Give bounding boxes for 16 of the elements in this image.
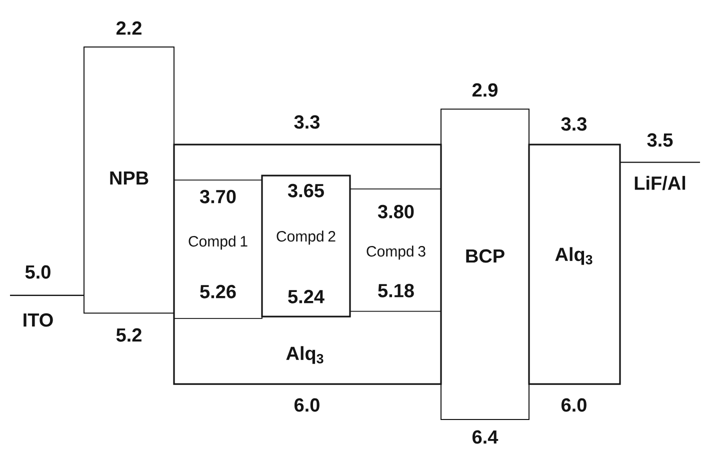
energy-level-box: 3.65 Compd 2 5.24 [261,174,351,318]
node-label: 3.3 [561,117,587,131]
node-label: 5.2 [116,328,142,342]
electrode-level: 5.0 ITO [10,265,84,327]
node-label: 2.9 [472,83,498,97]
node-label: 2.2 [116,21,142,35]
energy-level-box: 3.70 Compd 1 5.26 [174,180,262,319]
energy-level-box: 3.80 Compd 3 5.18 [350,188,442,312]
node-label: 3.3 [294,115,320,129]
electrode-level: 3.5 LiF/Al [620,133,700,190]
energy-level-box: BCP 2.9 6.4 [440,83,530,444]
energy-level-box: Alq$_{3}$ 3.3 6.0 [528,117,621,412]
node-label: 6.0 [561,398,586,412]
node-label: 6.0 [294,398,320,412]
energy-level-box: NPB 2.2 5.2 [84,21,174,342]
node-label: 6.4 [472,430,498,444]
